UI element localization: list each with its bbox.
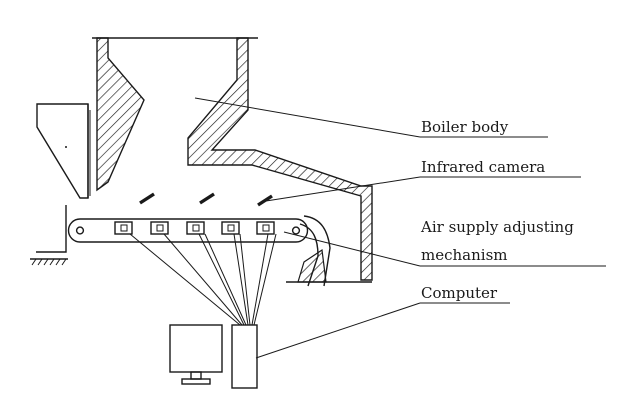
air-box [150, 221, 169, 235]
label-boiler-body: Boiler body [421, 118, 509, 136]
signal-wires [129, 233, 277, 326]
infrared-camera [257, 194, 273, 207]
boiler-left-wall [96, 37, 145, 192]
label-computer: Computer [421, 284, 498, 302]
leader-lines [194, 97, 606, 359]
monitor [169, 324, 223, 373]
grate-conveyor [67, 215, 372, 287]
infrared-camera [139, 192, 155, 205]
air-box [114, 221, 133, 235]
computer-station [169, 324, 258, 389]
label-air-supply-line2: mechanism [421, 246, 507, 264]
monitor-base [181, 378, 211, 385]
boiler-right-wall [187, 37, 373, 281]
conveyor-roller-left [75, 226, 85, 235]
boiler-body [92, 37, 373, 281]
leader-air-supply [283, 231, 421, 267]
label-infrared-camera: Infrared camera [421, 158, 545, 176]
air-box [186, 221, 205, 235]
infrared-cameras [139, 192, 273, 207]
air-box [221, 221, 240, 235]
infrared-camera [199, 192, 215, 205]
air-supply-boxes [114, 221, 275, 235]
leader-computer [255, 302, 421, 359]
air-box [256, 221, 275, 235]
leader-infrared-camera [265, 176, 421, 202]
ash-outlet [297, 248, 327, 283]
label-air-supply-line1: Air supply adjusting [420, 218, 574, 236]
conveyor-roller-right [291, 226, 301, 235]
computer-tower [231, 324, 258, 389]
fuel-hopper [30, 103, 91, 266]
monitor-stand [190, 371, 202, 380]
leader-boiler-body [194, 97, 421, 138]
